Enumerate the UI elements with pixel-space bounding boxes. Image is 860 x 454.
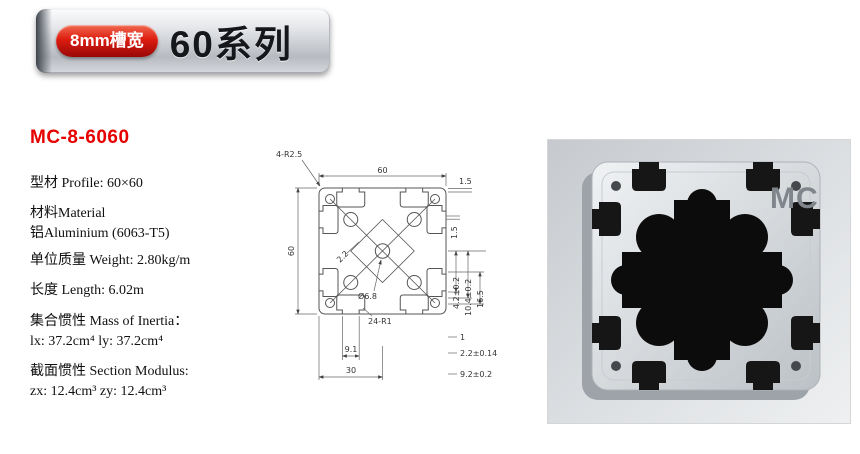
dim-center-hole: Ø6.8 bbox=[358, 291, 377, 301]
dim-web-thickness: 2.2 bbox=[335, 249, 350, 264]
spec-inertia-label: 集合惯性 Mass of Inertia： bbox=[30, 313, 189, 329]
dim-base-2: 2.2±0.14 bbox=[460, 349, 497, 358]
profile-face-groove bbox=[601, 171, 811, 381]
photo-corner-holes bbox=[611, 181, 801, 371]
badge-left-rim bbox=[36, 9, 52, 73]
dim-wall-right: 1.5 bbox=[450, 226, 459, 239]
dim-width-top: 60 bbox=[377, 166, 387, 175]
dim-slot-opening: 9.1 bbox=[345, 345, 358, 354]
spec-modulus-values: zx: 12.4cm³ zy: 12.4cm³ bbox=[30, 384, 167, 400]
product-photo: MC bbox=[547, 139, 851, 424]
dim-base-3: 9.2±0.2 bbox=[460, 370, 492, 379]
spec-length: 长度 Length: 6.02m bbox=[30, 283, 144, 299]
profile-outline bbox=[318, 187, 447, 315]
dim-stack-1: 4.2±0.2 bbox=[452, 277, 461, 309]
dim-height-left: 60 bbox=[287, 246, 296, 256]
dim-stack-2: 10.4±0.2 bbox=[464, 279, 473, 316]
product-photo-render: MC bbox=[582, 161, 821, 400]
series-badge: 8mm槽宽 60系列 bbox=[36, 9, 330, 73]
brand-embossing: MC bbox=[770, 182, 819, 215]
dimension-lines bbox=[295, 159, 486, 380]
spec-material-value: 铝Aluminium (6063-T5) bbox=[30, 226, 170, 242]
corner-hole bbox=[325, 194, 335, 204]
internal-webs bbox=[329, 198, 436, 304]
spec-block: MC-8-6060 型材 Profile: 60×60 材料Material 铝… bbox=[30, 126, 265, 413]
spec-material-label: 材料Material bbox=[30, 205, 106, 221]
spec-weight: 单位质量 Weight: 2.80kg/m bbox=[30, 253, 191, 269]
dim-stack-3: 16.5 bbox=[476, 290, 485, 308]
spec-inertia-values: lx: 37.2cm⁴ ly: 37.2cm⁴ bbox=[30, 333, 164, 349]
dim-pitch: 30 bbox=[346, 366, 356, 375]
dim-slot-radius: 24-R1 bbox=[368, 317, 392, 326]
dim-base-1: 1 bbox=[460, 333, 465, 342]
slot-width-tab: 8mm槽宽 bbox=[56, 25, 158, 57]
spec-profile: 型材 Profile: 60×60 bbox=[30, 175, 143, 191]
center-cavity bbox=[611, 189, 793, 371]
center-hole bbox=[374, 243, 391, 259]
profile-cad-drawing: 4-R2.5 60 1.5 1.5 60 2.2 Ø6.8 24-R1 9.1 … bbox=[276, 150, 497, 380]
dimension-labels: 4-R2.5 60 1.5 1.5 60 2.2 Ø6.8 24-R1 9.1 … bbox=[276, 150, 497, 379]
series-title: 60系列 bbox=[169, 24, 293, 65]
spec-modulus-label: 截面惯性 Section Modulus: bbox=[30, 364, 189, 379]
dim-wall-top: 1.5 bbox=[459, 177, 472, 186]
product-code: MC-8-6060 bbox=[30, 127, 130, 148]
dim-corner-radius: 4-R2.5 bbox=[276, 150, 302, 159]
